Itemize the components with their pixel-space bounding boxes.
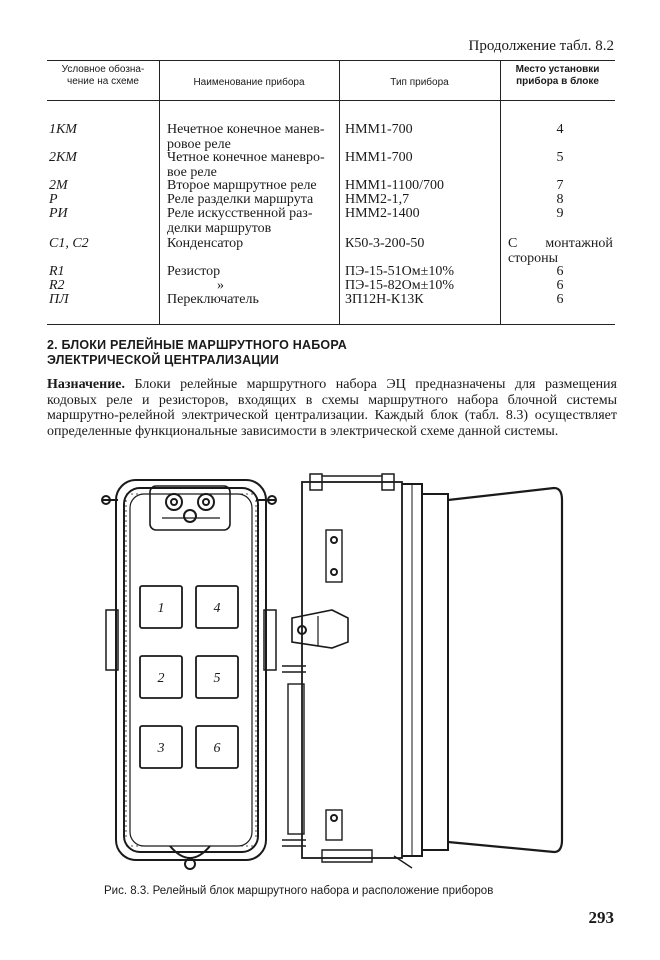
cell-name: Переключатель <box>167 292 259 307</box>
relay-slot <box>139 655 183 699</box>
cell-name: Реле искусственной раз- делки маршрутов <box>167 206 313 236</box>
table-col-divider <box>500 60 501 324</box>
slot-label: 2 <box>158 671 165 686</box>
column-header-code: Условное обозна- чение на схеме <box>61 64 145 87</box>
cell-type: ПЭ-15-82Ом±10% <box>345 278 454 293</box>
cell-type: НММ1-700 <box>345 150 413 165</box>
cell-name: Конденсатор <box>167 236 244 251</box>
cell-name: Четное конечное маневро- вое реле <box>167 150 325 180</box>
table-bottom-rule <box>47 324 615 325</box>
cell-name: Реле разделки маршрута <box>167 192 314 207</box>
continuation-header: Продолжение табл. 8.2 <box>468 38 615 54</box>
cell-code: 2М <box>49 178 68 193</box>
cell-place: 6 <box>556 278 564 293</box>
cell-type: ЗП12Н-К13К <box>345 292 424 307</box>
cell-name: » <box>217 278 224 293</box>
slot-label: 5 <box>214 671 221 686</box>
cell-type: НММ1-1100/700 <box>345 178 445 193</box>
cell-type: ПЭ-15-51Ом±10% <box>345 264 454 279</box>
cell-code: РИ <box>49 206 68 221</box>
cell-type: НММ2-1400 <box>345 206 420 221</box>
table-col-divider <box>159 60 160 324</box>
cell-name: Второе маршрутное реле <box>167 178 317 193</box>
cell-type: К50-3-200-50 <box>345 236 425 251</box>
page-number: 293 <box>588 908 615 927</box>
cell-type: НММ2-1,7 <box>345 192 410 207</box>
relay-block-figure: 1 4 2 5 3 6 <box>101 473 564 870</box>
cell-code: ПЛ <box>49 292 69 307</box>
figure-caption: Рис. 8.3. Релейный блок маршрутного набо… <box>104 885 494 897</box>
cell-code: R2 <box>49 278 65 293</box>
cell-code: R1 <box>49 264 65 279</box>
relay-slot <box>195 585 239 629</box>
purpose-paragraph: Назначение. Блоки релейные маршрутного н… <box>47 377 617 439</box>
relay-slot-grid <box>139 585 239 769</box>
relay-slot <box>195 725 239 769</box>
cell-name: Резистор <box>167 264 221 279</box>
paragraph-lead: Назначение. <box>47 377 125 392</box>
slot-label: 3 <box>157 741 165 756</box>
cell-type: НММ1-700 <box>345 122 413 137</box>
slot-label: 6 <box>214 741 221 756</box>
cell-place: 6 <box>556 264 564 279</box>
relay-slot <box>139 585 183 629</box>
table-col-divider <box>339 60 340 324</box>
relay-block-side-view <box>282 473 564 869</box>
relay-block-front-view <box>101 479 277 870</box>
cell-code: 2КМ <box>49 150 77 165</box>
slot-label: 1 <box>158 601 165 616</box>
cell-place: 8 <box>556 192 564 207</box>
cell-place: 6 <box>556 292 564 307</box>
section-title: 2. БЛОКИ РЕЛЕЙНЫЕ МАРШРУТНОГО НАБОРА ЭЛЕ… <box>47 338 348 367</box>
cell-name: Нечетное конечное манев- ровое реле <box>167 122 325 152</box>
slot-label: 4 <box>214 601 221 616</box>
paragraph-body: Блоки релейные маршрутного набора ЭЦ пре… <box>47 377 617 439</box>
cell-place: С монтажной стороны <box>508 236 613 266</box>
relay-slot <box>139 725 183 769</box>
cell-place: 7 <box>556 178 564 193</box>
cell-place: 5 <box>556 150 564 165</box>
cell-place: 9 <box>556 206 564 221</box>
table-header-rule <box>47 100 615 101</box>
cell-code: С1, С2 <box>49 236 89 251</box>
column-header-place: Место установки прибора в блоке <box>515 64 600 87</box>
table-top-rule <box>47 60 615 61</box>
column-header-type: Тип прибора <box>390 77 449 88</box>
relay-slot <box>195 655 239 699</box>
cell-place: 4 <box>556 122 564 137</box>
cell-code: 1КМ <box>49 122 77 137</box>
cell-code: Р <box>49 192 58 207</box>
devices-table: Условное обозна- чение на схеме Наименов… <box>47 60 615 325</box>
column-header-name: Наименование прибора <box>193 77 305 88</box>
